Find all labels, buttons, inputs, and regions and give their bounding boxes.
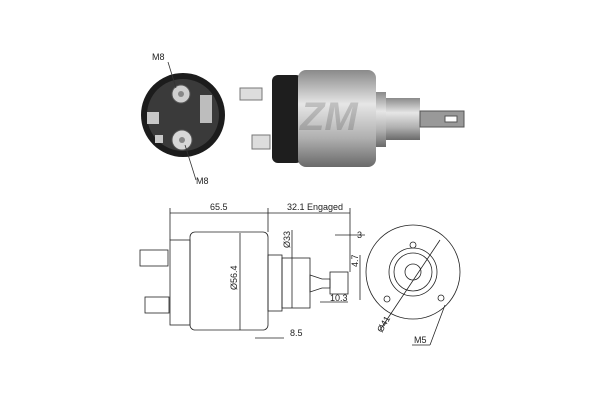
side-view-drawing (139, 208, 365, 339)
watermark-logo: ZM (299, 95, 359, 139)
dim-fork-offset: 3 (357, 230, 362, 240)
end-view-photo: M8 M8 (141, 52, 225, 186)
dim-flange-depth: 8.5 (290, 328, 303, 338)
dim-body-diameter: Ø56.4 (229, 265, 239, 290)
m8-label-top: M8 (152, 52, 165, 62)
dim-length: 65.5 (210, 202, 228, 212)
m8-label-bottom: M8 (196, 176, 209, 186)
dim-thread: M5 (414, 335, 427, 345)
front-view-drawing (365, 224, 461, 346)
dim-stroke: 32.1 Engaged (287, 202, 343, 212)
dim-fork-width: 4.7 (350, 254, 360, 267)
side-view-photo: ZM (239, 70, 465, 167)
dim-fork-length: 10.3 (330, 293, 348, 303)
dim-bolt-circle: Ø41 (375, 314, 392, 334)
dim-flange-diameter: Ø33 (282, 231, 292, 248)
